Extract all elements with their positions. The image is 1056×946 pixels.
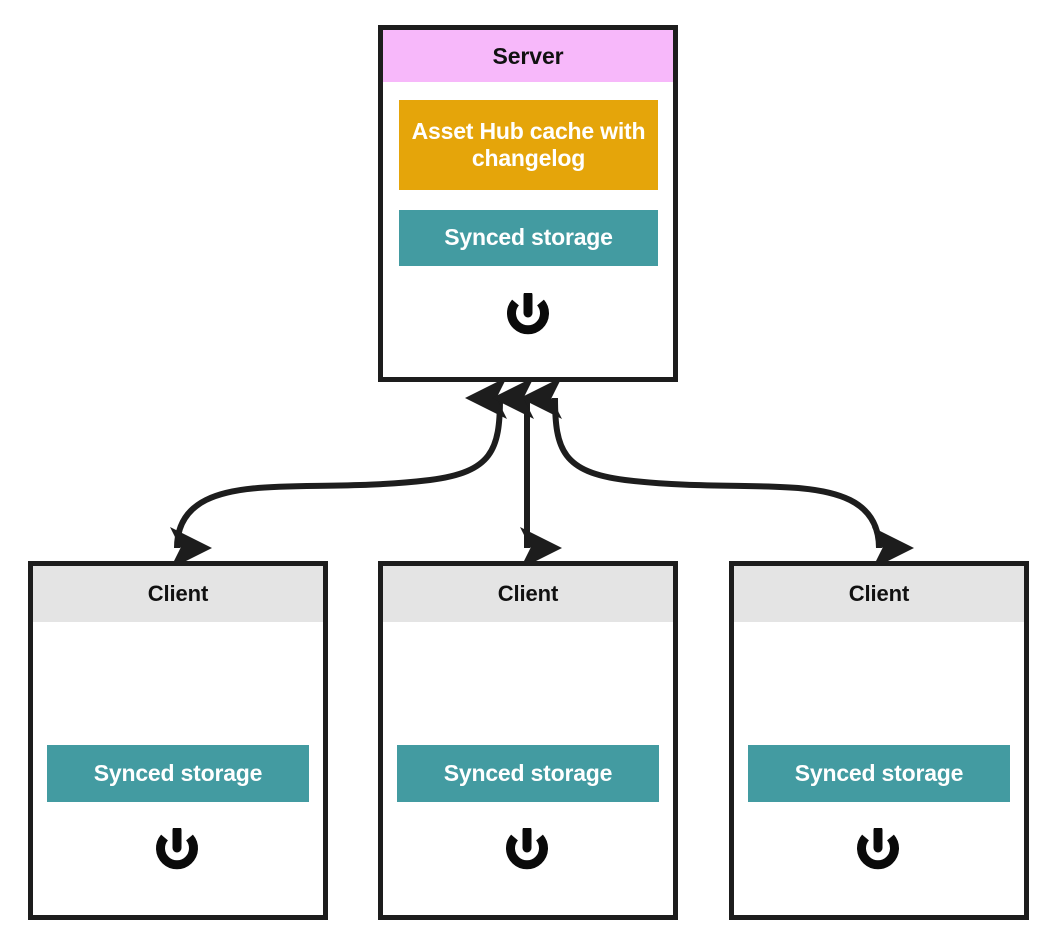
client-1-title: Client	[33, 566, 323, 622]
connector-server-client-3	[520, 376, 914, 570]
client-3-synced-storage-label: Synced storage	[794, 759, 964, 786]
server-asset-hub-cache-label: Asset Hub cache with changelog	[411, 117, 646, 171]
client-node-2[interactable]: Client Synced storage	[378, 561, 678, 920]
client-node-1[interactable]: Client Synced storage	[28, 561, 328, 920]
client-2-synced-storage-bar: Synced storage	[397, 745, 659, 802]
client-2-synced-storage-label: Synced storage	[443, 759, 613, 786]
client-node-3[interactable]: Client Synced storage	[729, 561, 1029, 920]
client-1-synced-storage-label: Synced storage	[93, 759, 263, 786]
server-title: Server	[383, 30, 673, 82]
power-icon[interactable]	[155, 828, 199, 876]
client-2-title: Client	[383, 566, 673, 622]
client-3-synced-storage-bar: Synced storage	[748, 745, 1010, 802]
power-icon[interactable]	[506, 293, 550, 341]
server-synced-storage-bar: Synced storage	[399, 210, 658, 266]
server-synced-storage-label: Synced storage	[444, 224, 613, 251]
server-asset-hub-cache-bar: Asset Hub cache with changelog	[399, 100, 658, 190]
power-icon[interactable]	[505, 828, 549, 876]
connector-server-client-1	[169, 377, 508, 569]
client-1-synced-storage-bar: Synced storage	[47, 745, 309, 802]
server-node[interactable]: Server Asset Hub cache with changelog Sy…	[378, 25, 678, 382]
client-3-title: Client	[734, 566, 1024, 622]
power-icon[interactable]	[856, 828, 900, 876]
